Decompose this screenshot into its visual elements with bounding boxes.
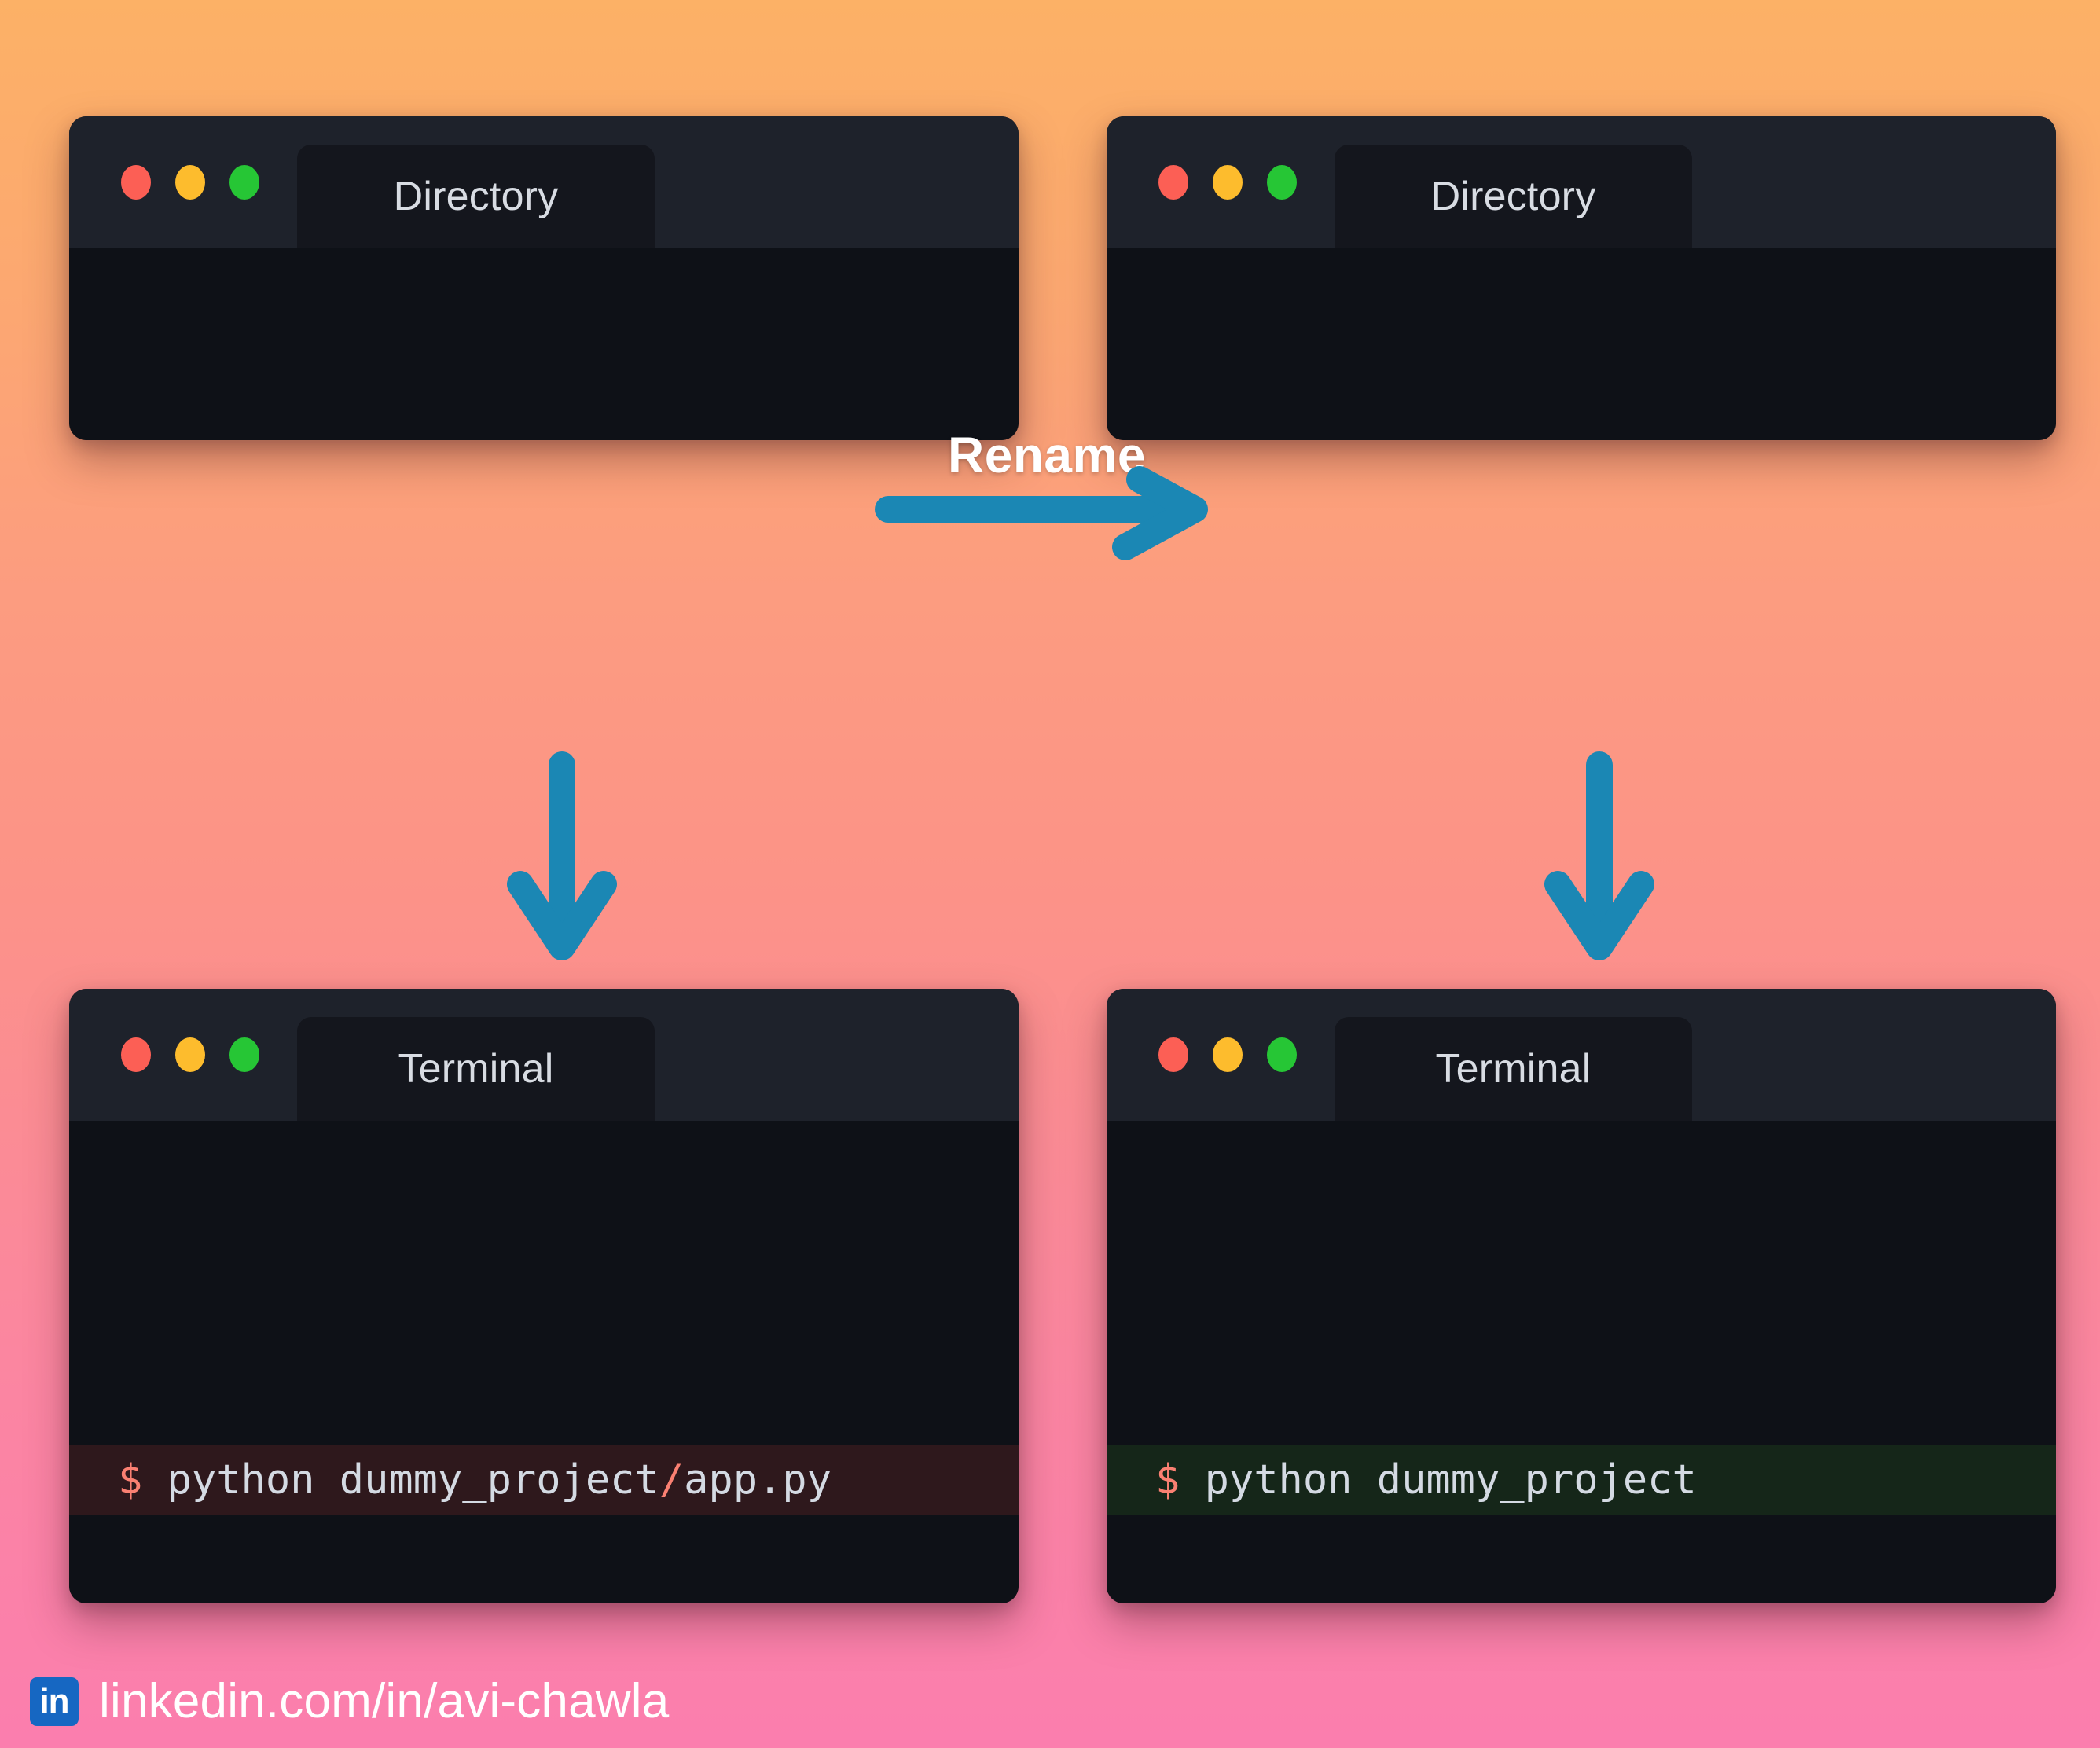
tab-directory[interactable]: Directory [1335,145,1692,248]
titlebar-directory-before: Directory [69,116,1019,248]
directory-tree-before: dummy_project ├── model.py ├── app.py ├─… [69,248,1019,440]
tab-directory[interactable]: Directory [297,145,655,248]
window-directory-after: Directory dummy_project ├── model.py ├──… [1107,116,2056,440]
window-terminal-after: Terminal $ python dummy_project Preproce… [1107,989,2056,1603]
close-dot[interactable] [121,165,151,200]
command-prefix: python dummy_project [1180,1456,1697,1504]
titlebar-terminal-after: Terminal [1107,989,2056,1121]
prompt-symbol: $ [118,1456,143,1504]
tabstrip-empty-area[interactable] [655,989,1019,1121]
panel-body-terminal-before: $ python dummy_project/app.py Preprocess… [69,1121,1019,1603]
tabstrip-empty-area[interactable] [655,116,1019,248]
panel-body-terminal-after: $ python dummy_project Preprocessing Don… [1107,1121,2056,1603]
tab-terminal[interactable]: Terminal [1335,1017,1692,1121]
command-slash: / [659,1456,685,1504]
minimize-dot[interactable] [1213,165,1243,200]
arrow-down-icon [507,751,617,960]
traffic-lights [1107,989,1335,1121]
tabstrip-empty-area[interactable] [1692,989,2056,1121]
terminal-top-spacer [69,1253,1019,1313]
traffic-lights [1107,116,1335,248]
tabstrip-empty-area[interactable] [1692,116,2056,248]
traffic-lights [69,989,297,1121]
tab-terminal[interactable]: Terminal [297,1017,655,1121]
terminal-content-after: $ python dummy_project Preprocessing Don… [1107,1121,2056,1603]
minimize-dot[interactable] [175,1037,205,1072]
arrow-down-icon [1544,751,1654,960]
minimize-dot[interactable] [175,165,205,200]
command-prefix: python dummy_project [142,1456,659,1504]
close-dot[interactable] [1158,165,1188,200]
minimize-dot[interactable] [1213,1037,1243,1072]
terminal-command-line[interactable]: $ python dummy_project [1107,1445,2056,1515]
panel-body-directory-after: dummy_project ├── model.py ├── __main__.… [1107,248,2056,440]
footer: in linkedin.com/in/avi-chawla [30,1673,669,1729]
titlebar-directory-after: Directory [1107,116,2056,248]
command-suffix: app.py [684,1456,832,1504]
window-terminal-before: Terminal $ python dummy_project/app.py P… [69,989,1019,1603]
panel-body-directory-before: dummy_project ├── model.py ├── app.py ├─… [69,248,1019,440]
traffic-lights [69,116,297,248]
linkedin-url[interactable]: linkedin.com/in/avi-chawla [99,1674,670,1728]
maximize-dot[interactable] [229,1037,259,1072]
titlebar-terminal-before: Terminal [69,989,1019,1121]
rename-label: Rename [948,427,1146,483]
close-dot[interactable] [121,1037,151,1072]
arrow-right-icon [875,466,1208,560]
prompt-symbol: $ [1155,1456,1180,1504]
maximize-dot[interactable] [229,165,259,200]
window-directory-before: Directory dummy_project ├── model.py ├──… [69,116,1019,440]
maximize-dot[interactable] [1267,1037,1297,1072]
linkedin-icon[interactable]: in [30,1676,79,1726]
directory-tree-after: dummy_project ├── model.py ├── __main__.… [1107,248,2056,440]
close-dot[interactable] [1158,1037,1188,1072]
terminal-content-before: $ python dummy_project/app.py Preprocess… [69,1121,1019,1603]
terminal-top-spacer [1107,1253,2056,1313]
maximize-dot[interactable] [1267,165,1297,200]
terminal-command-line[interactable]: $ python dummy_project/app.py [69,1445,1019,1515]
